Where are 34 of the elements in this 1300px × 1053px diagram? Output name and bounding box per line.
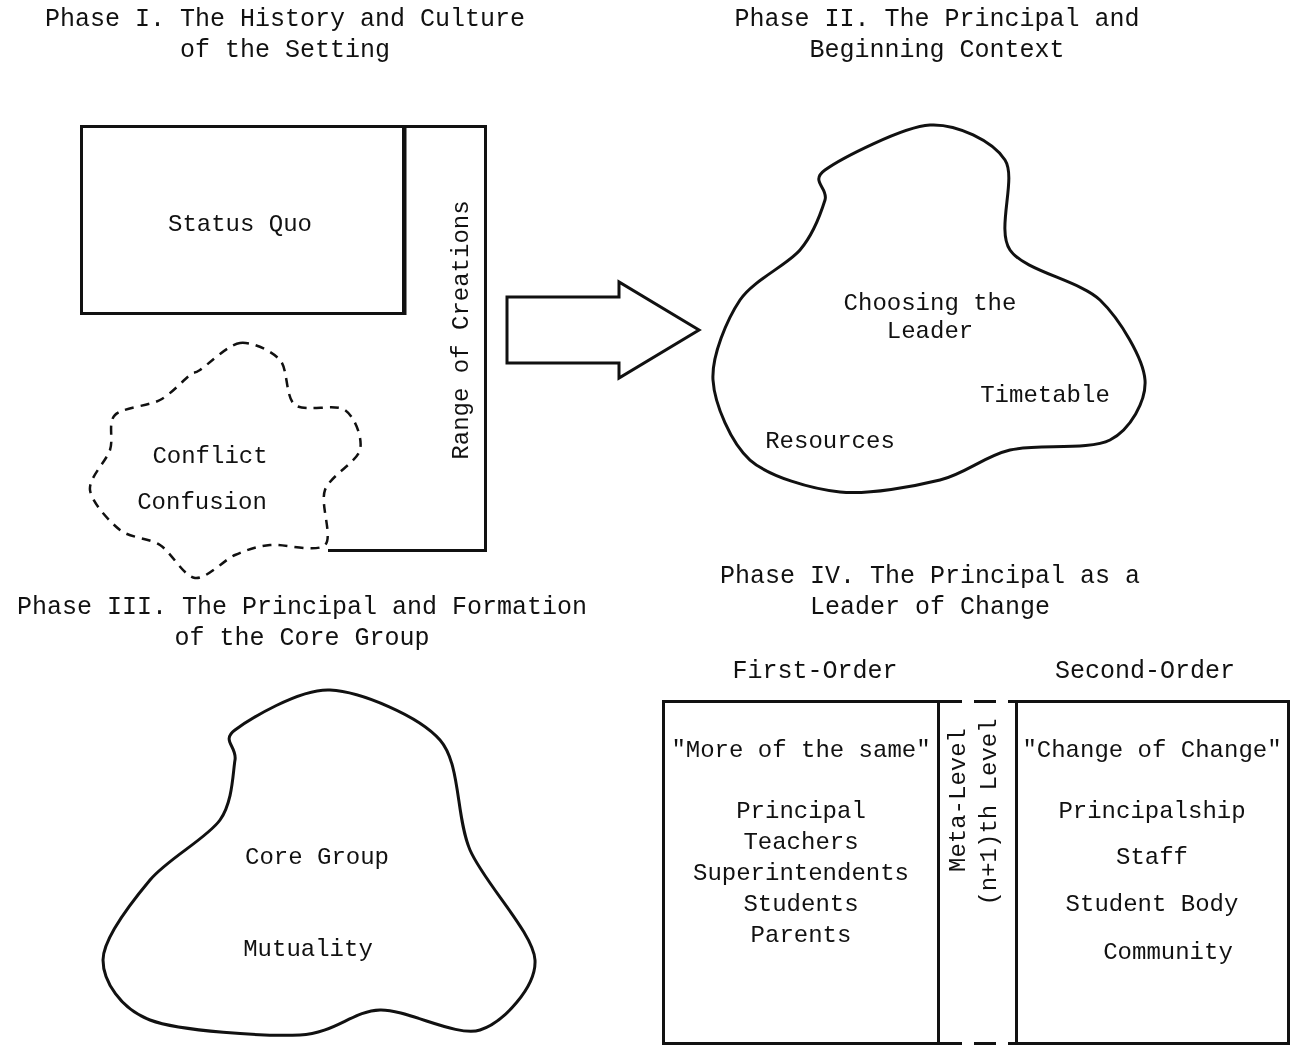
node-label: Status Quo — [168, 211, 312, 239]
node-label: Staff — [1116, 844, 1188, 872]
column-heading: Second-Order — [1055, 658, 1235, 686]
node-label: Mutuality — [243, 936, 373, 964]
node-label: Student Body — [1065, 891, 1239, 919]
phase-title: Phase II. The Principal and Beginning Context — [733, 4, 1141, 66]
node-label: "More of the same" — [671, 737, 931, 765]
node-label: Confusion — [137, 489, 267, 517]
node-label: Students — [743, 891, 859, 919]
context-blob — [713, 125, 1145, 492]
phase-title: Phase III. The Principal and Formation of the Core Group — [15, 592, 589, 654]
node-label: Meta-Level — [945, 728, 973, 872]
process-box — [80, 125, 405, 315]
node-label: "Change of Change" — [1022, 737, 1282, 765]
node-label: Principal — [736, 798, 866, 826]
node-label: Teachers — [743, 829, 859, 857]
core-group-blob — [103, 690, 535, 1035]
node-label: Choosing the Leader — [842, 290, 1018, 346]
range-band — [328, 125, 487, 552]
node-label: Core Group — [245, 844, 389, 872]
phase-title: Phase I. The History and Culture of the Setting — [43, 4, 527, 66]
node-label: Community — [1103, 939, 1233, 967]
conflict-cloud — [90, 340, 365, 578]
column-heading: First-Order — [732, 658, 898, 686]
node-label: Timetable — [980, 382, 1110, 410]
phase-title: Phase IV. The Principal as a Leader of Change — [718, 561, 1142, 623]
block-arrow — [505, 279, 702, 381]
node-label: Parents — [750, 922, 852, 950]
node-label: (n+1)th Level — [976, 718, 1004, 906]
node-label: Principalship — [1058, 798, 1246, 826]
node-label: Conflict — [152, 443, 268, 471]
node-label: Range of Creations — [448, 200, 476, 460]
node-label: Resources — [765, 428, 895, 456]
node-label: Superintendents — [693, 860, 909, 888]
